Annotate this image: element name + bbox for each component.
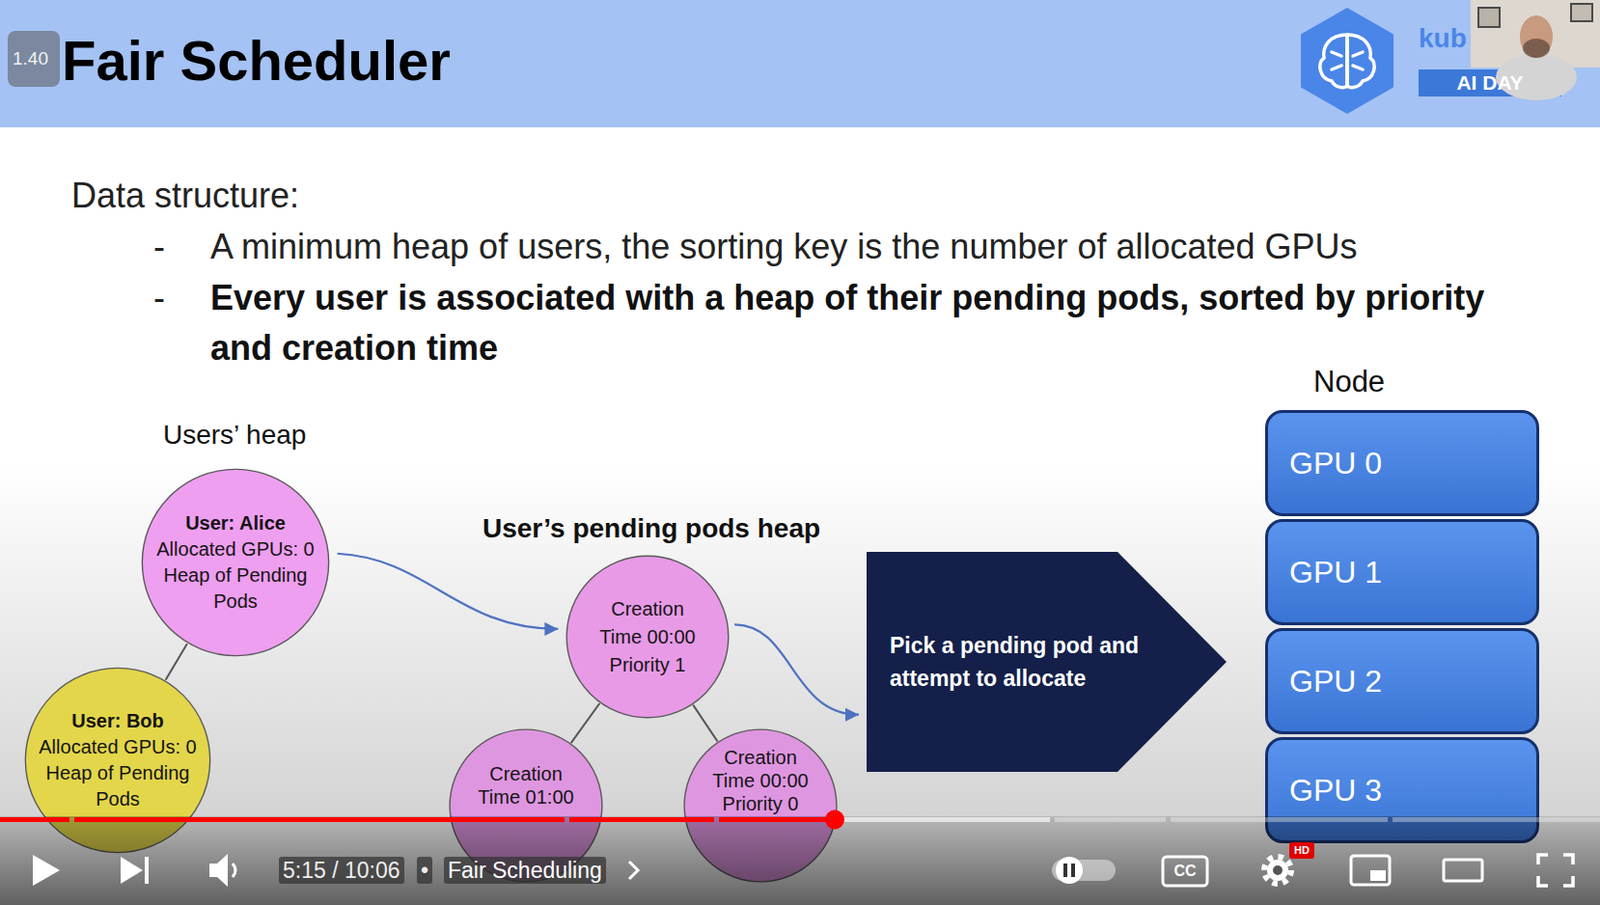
node-text-group: User: AliceAllocated GPUs: 0Heap of Pend…: [151, 468, 321, 658]
gpu-box: GPU 2: [1265, 628, 1540, 735]
gpu-box: GPU 3: [1265, 737, 1540, 844]
speed-badge: [7, 30, 60, 87]
theater-icon: [1443, 859, 1483, 882]
node-text: Priority 1: [609, 651, 687, 680]
action-arrow: Pick a pending pod and attempt to alloca…: [866, 551, 1227, 773]
circle-shape: [141, 468, 329, 656]
kubeflow-logo: [1300, 7, 1394, 114]
node-text-group: GPU 1: [1289, 522, 1527, 623]
hd-text: HD: [1289, 842, 1315, 859]
node-heading: User: Bob: [71, 708, 165, 735]
bullet-text: Every user is associated with a heap of …: [210, 273, 1504, 374]
bullet-dash: -: [153, 221, 166, 273]
node-text-group: GPU 0: [1289, 413, 1527, 514]
node-text: Heap of Pending Pods: [33, 760, 203, 813]
connector: [692, 705, 718, 743]
node-text: Allocated GPUs: 0: [38, 734, 196, 761]
node-text: Allocated GPUs: 0: [156, 536, 314, 563]
gpu-box: GPU 1: [1265, 519, 1540, 626]
pod-circle: Creation Time 00:00Priority 1: [565, 554, 730, 719]
gpu-box: GPU 0: [1265, 410, 1540, 517]
bullet-text: A minimum heap of users, the sorting key…: [210, 221, 1523, 273]
next-icon: [120, 856, 149, 884]
node-text: GPU 3: [1289, 772, 1382, 809]
user-circle: User: AliceAllocated GPUs: 0Heap of Pend…: [140, 468, 331, 658]
scrubber-dot: [825, 810, 845, 830]
node-text: Pick a pending pod and attempt to alloca…: [889, 629, 1170, 695]
node-text: GPU 2: [1289, 662, 1382, 700]
play-icon: [32, 855, 60, 886]
node-heading: User: Alice: [185, 510, 286, 537]
volume-icon: [209, 854, 236, 887]
captions-text: CC: [1162, 856, 1208, 886]
hd-badge: [1289, 842, 1315, 859]
user-circle: User: BobAllocated GPUs: 0Heap of Pendin…: [24, 666, 212, 855]
circle-shape: [566, 555, 729, 718]
diagram-caption: User’s pending pods heap: [482, 512, 821, 546]
captions-box: [1162, 856, 1208, 886]
diagram-caption: Users’ heap: [163, 418, 306, 452]
speed-indicator: 1.40: [12, 47, 49, 71]
circle-outline: [24, 666, 212, 855]
circle-shape: [25, 667, 210, 853]
node-text: GPU 1: [1289, 553, 1382, 591]
bullet-dash: -: [153, 273, 166, 324]
progress-track: [0, 817, 1600, 823]
diagram-caption: Node: [1313, 364, 1385, 400]
miniplayer-icon: [1351, 855, 1390, 885]
node-text-group: Creation Time 01:00: [471, 762, 580, 809]
progress-played: [0, 817, 835, 823]
logo-wordmark: kub: [1418, 21, 1467, 56]
node-text-group: Pick a pending pod and attempt to alloca…: [889, 551, 1170, 773]
connector: [571, 703, 601, 744]
node-text: Priority 0: [722, 792, 800, 816]
node-text: GPU 0: [1289, 444, 1382, 482]
node-text-group: GPU 2: [1289, 631, 1527, 732]
autoplay-toggle: [1051, 856, 1116, 884]
node-text-group: User: BobAllocated GPUs: 0Heap of Pendin…: [33, 666, 203, 855]
connector: [337, 553, 559, 630]
settings-gear: [1264, 856, 1292, 884]
chapter-chevron: [629, 861, 638, 880]
separator-dot: •: [416, 856, 433, 884]
arrow-shape: [866, 551, 1227, 773]
node-text: Creation Time 00:00: [706, 745, 815, 793]
event-badge-text: AI DAY: [1418, 69, 1562, 97]
node-text: Heap of Pending Pods: [151, 562, 321, 615]
node-text-group: Creation Time 00:00Priority 0: [706, 745, 815, 816]
pod-circle: Creation Time 00:00Priority 0: [683, 728, 838, 883]
chapter-title: Fair Scheduling: [443, 856, 607, 884]
time-display: 5:15 / 10:06: [278, 856, 405, 884]
arrow-outline: [866, 551, 1227, 773]
event-badge: [1418, 69, 1562, 97]
circle-outline: [140, 468, 331, 658]
node-text: Creation Time 00:00: [590, 595, 705, 652]
title-banner: [0, 0, 1600, 128]
node-text: Creation Time 01:00: [471, 762, 580, 809]
node-text-group: GPU 3: [1289, 740, 1527, 841]
connector: [734, 624, 859, 715]
slide-title: Fair Scheduler: [61, 27, 451, 95]
node-text-group: Creation Time 00:00Priority 1: [590, 554, 705, 719]
fullscreen-icon: [1538, 855, 1573, 886]
section-heading: Data structure:: [71, 175, 300, 217]
circle-shape: [684, 729, 837, 883]
buffered-bar: [834, 817, 1050, 823]
controls-shade: [0, 816, 1600, 905]
connector: [165, 643, 188, 680]
